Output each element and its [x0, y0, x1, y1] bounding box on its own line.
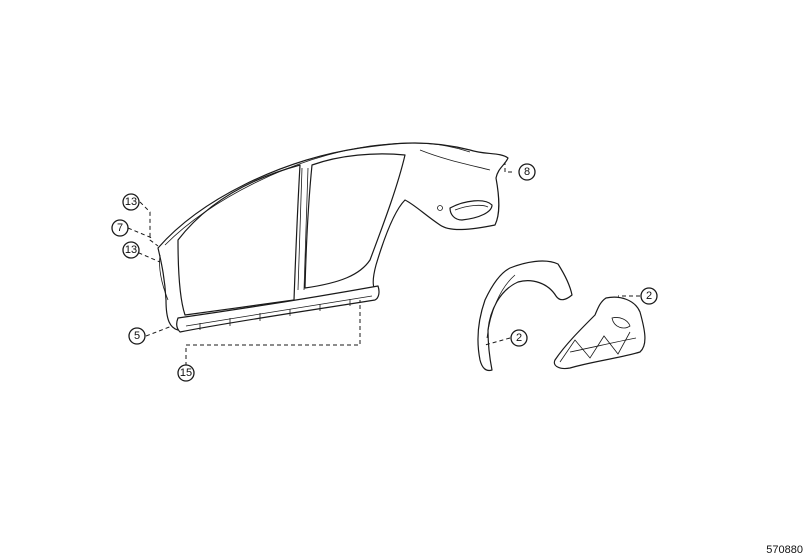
callout-8: 8: [518, 163, 536, 181]
rear-wheel-house-inner: [553, 296, 646, 370]
callout-13-lower: 13: [122, 241, 140, 259]
callout-label: 2: [646, 290, 652, 302]
callout-2-inner: 2: [640, 287, 658, 305]
callout-label: 8: [524, 166, 530, 178]
callout-label: 15: [180, 367, 192, 379]
callout-7: 7: [111, 219, 129, 237]
callout-15: 15: [177, 364, 195, 382]
callout-5: 5: [128, 327, 146, 345]
leader-lines: [127, 162, 640, 366]
callout-label: 7: [117, 222, 123, 234]
callout-2-outer: 2: [510, 329, 528, 347]
callout-label: 13: [125, 196, 137, 208]
callout-label: 2: [516, 332, 522, 344]
callout-label: 5: [134, 330, 140, 342]
callout-label: 13: [125, 244, 137, 256]
diagram-reference-number: 570880: [766, 544, 803, 556]
rear-wheel-house-outer: [477, 260, 573, 372]
callout-13-upper: 13: [122, 193, 140, 211]
body-side-outer-panel: [157, 142, 509, 333]
